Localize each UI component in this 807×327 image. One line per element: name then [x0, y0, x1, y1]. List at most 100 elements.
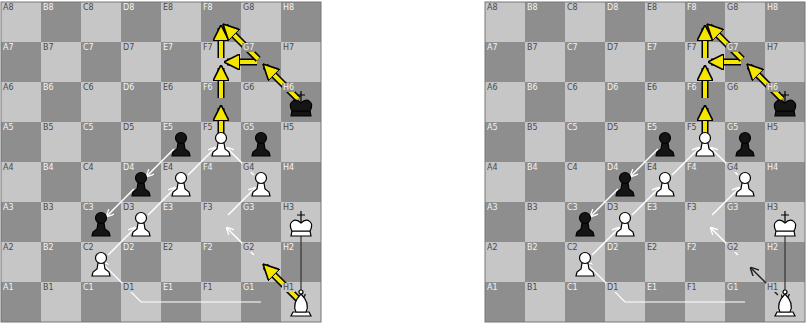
square-label: H3: [282, 203, 295, 212]
board-square: [81, 282, 121, 322]
square-label: E2: [646, 243, 658, 252]
board-square: [605, 122, 645, 162]
square-label: F1: [686, 283, 698, 292]
chess-piece: [132, 213, 150, 237]
board-square: [485, 162, 525, 202]
board-square: [605, 2, 645, 42]
move-arrow: [221, 28, 222, 58]
square-label: D4: [122, 163, 135, 172]
square-label: A8: [2, 3, 15, 12]
square-label: A4: [2, 163, 15, 172]
square-label: H3: [766, 203, 779, 212]
board-square: [685, 162, 725, 202]
board-square: [41, 122, 81, 162]
board-square: [121, 82, 161, 122]
board-border: [485, 2, 805, 322]
board-square: [725, 2, 765, 42]
square-label: E3: [162, 203, 174, 212]
square-label: E6: [162, 83, 174, 92]
chess-piece: [774, 91, 795, 116]
board-square: [645, 2, 685, 42]
board-square: [485, 82, 525, 122]
square-label: D7: [606, 43, 619, 52]
board-square: [485, 2, 525, 42]
board-square: [565, 42, 605, 82]
square-label: F7: [202, 43, 214, 52]
board-square: [161, 82, 201, 122]
chess-piece: [774, 211, 795, 236]
square-label: G3: [726, 203, 739, 212]
square-label: G7: [726, 43, 739, 52]
board-square: [765, 162, 805, 202]
board-square: [241, 2, 281, 42]
board-square: [281, 42, 321, 82]
square-label: G3: [242, 203, 255, 212]
move-arrow: [188, 148, 215, 175]
square-label: C2: [82, 243, 95, 252]
move-arrow: [265, 66, 298, 99]
chess-piece: [656, 133, 674, 157]
board-square: [765, 2, 805, 42]
square-label: H2: [282, 243, 295, 252]
square-label: G7: [242, 43, 255, 52]
square-label: A1: [2, 283, 15, 292]
board-square: [81, 42, 121, 82]
square-label: G2: [242, 243, 255, 252]
board-square: [1, 42, 41, 82]
move-arrow: [711, 62, 741, 63]
board-square: [725, 202, 765, 242]
square-label: B2: [526, 243, 539, 252]
board-square: [565, 162, 605, 202]
square-label: C5: [566, 123, 579, 132]
board-square: [41, 162, 81, 202]
move-arrow: [631, 149, 658, 176]
board-square: [605, 82, 645, 122]
square-label: B6: [42, 83, 55, 92]
square-label: B4: [42, 163, 55, 172]
chess-piece: [92, 253, 110, 277]
board-square: [525, 162, 565, 202]
square-label: F5: [202, 123, 214, 132]
board-square: [1, 202, 41, 242]
board-square: [765, 122, 805, 162]
square-label: G8: [726, 3, 739, 12]
square-label: E4: [162, 163, 174, 172]
square-label: E7: [646, 43, 658, 52]
board-square: [201, 162, 241, 202]
square-label: A6: [2, 83, 15, 92]
board-square: [1, 2, 41, 42]
chess-piece: [736, 133, 754, 157]
move-arrow: [749, 66, 782, 99]
board-square: [765, 82, 805, 122]
square-label: G1: [726, 283, 739, 292]
square-label: C6: [566, 83, 579, 92]
chess-piece: [212, 133, 230, 157]
square-label: C3: [566, 203, 579, 212]
board-square: [1, 282, 41, 322]
square-label: C7: [566, 43, 579, 52]
board-square: [605, 242, 645, 282]
square-label: D1: [606, 283, 619, 292]
board-square: [725, 82, 765, 122]
square-label: A1: [486, 283, 499, 292]
board-square: [1, 122, 41, 162]
move-arrow: [705, 68, 706, 98]
square-label: A2: [486, 243, 499, 252]
square-label: B1: [526, 283, 539, 292]
square-label: E4: [646, 163, 658, 172]
square-label: B3: [42, 203, 55, 212]
board-border: [1, 2, 321, 322]
square-label: E8: [646, 3, 658, 12]
board-square: [525, 202, 565, 242]
square-label: F1: [202, 283, 214, 292]
board-square: [121, 242, 161, 282]
square-label: F8: [202, 3, 214, 12]
board-square: [565, 282, 605, 322]
board-square: [121, 42, 161, 82]
square-label: A6: [486, 83, 499, 92]
board-square: [565, 82, 605, 122]
square-label: G5: [726, 123, 739, 132]
square-label: H2: [766, 243, 779, 252]
square-label: C4: [566, 163, 579, 172]
